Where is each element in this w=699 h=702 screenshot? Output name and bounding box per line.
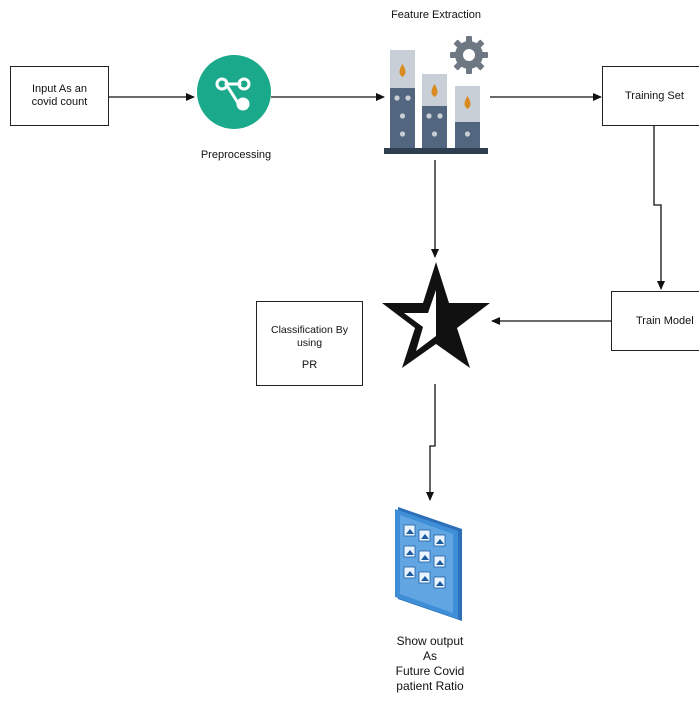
factory-icon — [384, 36, 488, 154]
classification-box: Classification By using PR — [256, 301, 363, 386]
image-gallery-icon — [395, 507, 462, 621]
classification-label-line2: PR — [301, 359, 318, 371]
preprocessing-label: Preprocessing — [200, 149, 272, 161]
train-model-box: Train Model — [611, 291, 699, 351]
training-set-box: Training Set — [602, 66, 699, 126]
output-label-line3: Future Covid — [395, 664, 465, 678]
input-box: Input As an covid count — [10, 66, 109, 126]
gear-icon — [450, 36, 488, 74]
output-label-line2: As — [422, 649, 437, 663]
input-label-line2: covid count — [31, 96, 88, 108]
share-nodes-icon — [197, 55, 271, 129]
output-label-line4: patient Ratio — [396, 679, 464, 693]
training-set-label: Training Set — [625, 89, 684, 102]
arrow-classifier-to-output — [426, 384, 436, 501]
output-label: Show output As Future Covid patient Rati… — [370, 634, 490, 694]
arrow-training-set-to-train-model — [653, 125, 665, 290]
classification-label-line1: Classification By using — [270, 324, 349, 349]
output-label-line1: Show output — [396, 634, 464, 648]
feature-extraction-label: Feature Extraction — [391, 9, 481, 21]
input-label-line1: Input As an — [31, 83, 88, 95]
half-star-icon — [382, 262, 490, 368]
train-model-label: Train Model — [636, 314, 694, 327]
